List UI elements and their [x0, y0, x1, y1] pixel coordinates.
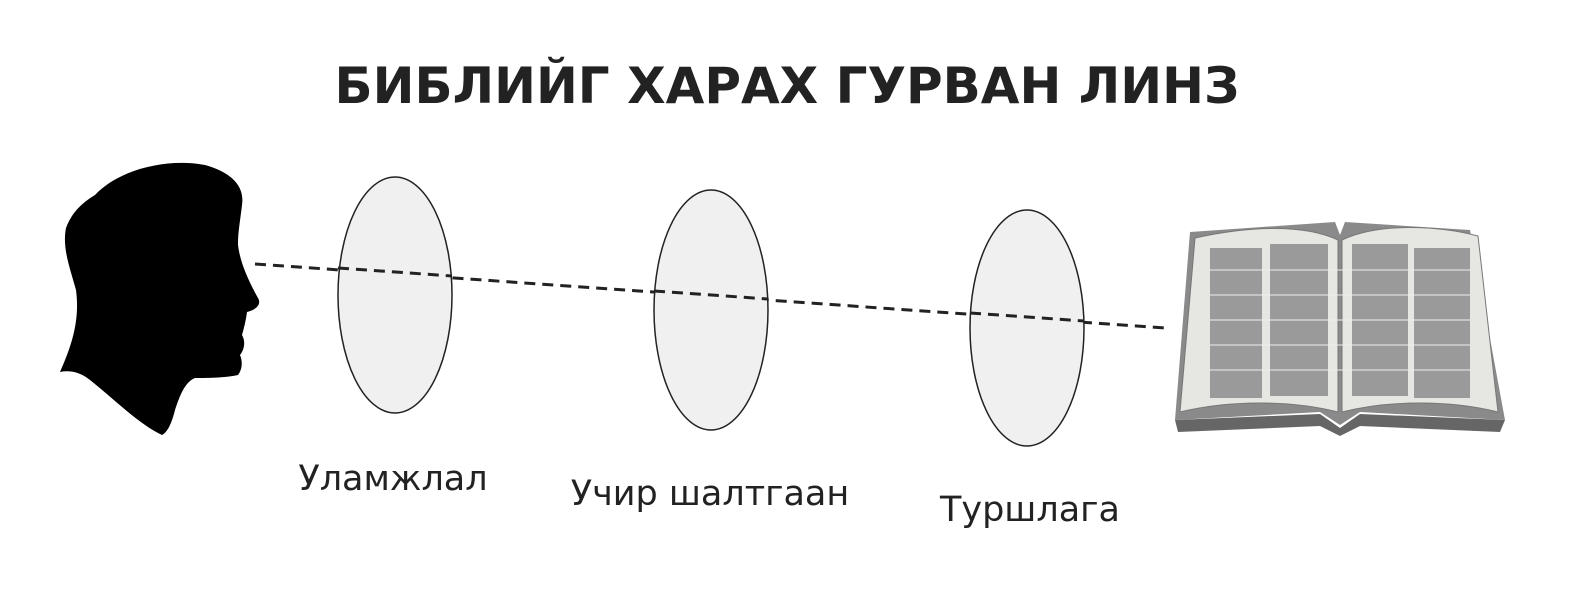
lens-tradition [337, 176, 453, 414]
lens-experience [969, 209, 1085, 447]
sight-line-overlay [653, 289, 769, 301]
lens-reason [653, 189, 769, 431]
open-book-icon [1175, 222, 1505, 436]
sight-line-overlay [337, 266, 453, 278]
sight-line-overlay [969, 311, 1085, 323]
head-silhouette-icon [60, 162, 260, 435]
diagram-title: БИБЛИЙГ ХАРАХ ГУРВАН ЛИНЗ [335, 56, 1240, 115]
lens-label: Туршлага [939, 490, 1120, 530]
lens-label: Учир шалтгаан [571, 474, 850, 514]
lens-label: Уламжлал [298, 459, 487, 499]
